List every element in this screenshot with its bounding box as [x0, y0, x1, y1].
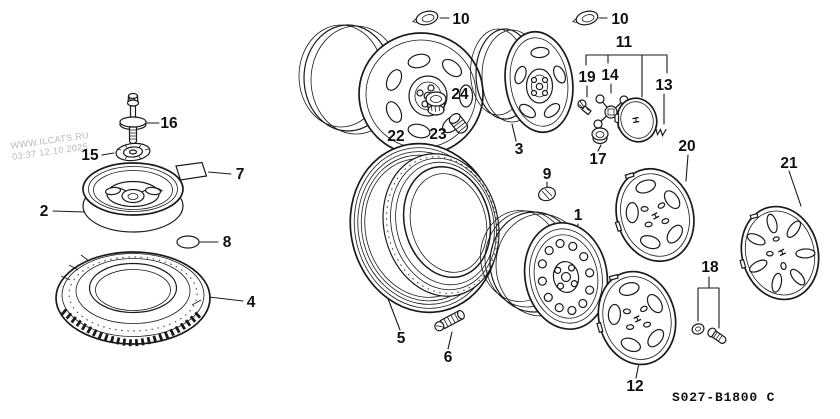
callout-10-left: 10	[452, 11, 469, 28]
callout-4: 4	[247, 294, 256, 311]
callout-9: 9	[543, 166, 552, 183]
hubcap-12: H	[596, 270, 677, 366]
hubcap-12-logo: H	[631, 314, 643, 324]
balance-weight-right	[572, 10, 599, 26]
leader-c2	[52, 210, 85, 213]
callout-1: 1	[574, 207, 583, 224]
callout-7: 7	[236, 166, 245, 183]
center-cap-11: H	[614, 97, 658, 143]
leader-c4	[208, 296, 244, 302]
callout-12: 12	[626, 378, 643, 395]
bracket-11	[585, 54, 668, 98]
callout-19: 19	[578, 69, 596, 86]
leader-c12	[635, 362, 640, 379]
bracket-18	[697, 276, 720, 329]
valve-stem-6	[434, 309, 465, 332]
leader-lines	[52, 17, 802, 379]
cap-screw-19	[577, 99, 592, 116]
leader-c3	[511, 123, 517, 142]
center-cap-logo: H	[630, 116, 641, 124]
spare-tire-4	[55, 251, 211, 347]
steel-wheel-1	[480, 210, 609, 331]
leader-c17	[597, 144, 602, 152]
hubcap-21-logo: H	[776, 247, 788, 257]
valve-clip-9	[538, 186, 556, 202]
callout-18: 18	[701, 259, 719, 276]
hubcap-21: H	[739, 205, 820, 301]
callout-16: 16	[160, 115, 178, 132]
diagram-code: S027-B1800 C	[672, 390, 776, 405]
wing-nut-15	[115, 142, 151, 162]
callout-10-right: 10	[611, 11, 628, 28]
callout-13: 13	[655, 77, 673, 94]
callout-24: 24	[451, 86, 469, 103]
spare-rim-2	[82, 162, 184, 233]
callout-2: 2	[40, 203, 49, 220]
wheel-bolt-24	[448, 113, 469, 134]
leader-c15	[101, 152, 115, 156]
callout-6: 6	[444, 349, 453, 366]
grommet-8	[176, 235, 200, 249]
cap-clip-13	[654, 126, 667, 137]
hubcap-20-logo: H	[649, 211, 661, 221]
callout-20: 20	[678, 138, 695, 155]
callout-17: 17	[589, 151, 606, 168]
callout-11: 11	[616, 34, 633, 51]
callout-23: 23	[429, 126, 447, 143]
wheel-nut-23	[425, 91, 447, 116]
callout-3: 3	[515, 141, 524, 158]
callout-8: 8	[223, 234, 232, 251]
callout-21: 21	[780, 155, 798, 172]
alloy-wheel-3	[470, 28, 574, 134]
leader-c7	[207, 171, 232, 175]
callout-14: 14	[601, 67, 619, 84]
hubcap-20: H	[614, 167, 695, 263]
cap-nut-17	[591, 127, 609, 145]
leader-c21	[788, 170, 802, 207]
callouts: 1 2 3 4 5 6 7 8 9 10 10 11 12 13 14 15 1…	[40, 11, 798, 395]
callout-22: 22	[387, 128, 404, 145]
callout-15: 15	[81, 147, 99, 164]
cap-fasteners-18	[691, 323, 727, 344]
caution-label-7	[175, 161, 208, 181]
callout-5: 5	[397, 330, 406, 347]
balance-weight-left	[412, 10, 439, 26]
leader-c5	[386, 295, 401, 331]
leader-c6	[447, 331, 453, 350]
anchor-bolt-16	[119, 92, 147, 145]
tire-5	[349, 142, 500, 314]
leader-c20	[685, 154, 689, 182]
